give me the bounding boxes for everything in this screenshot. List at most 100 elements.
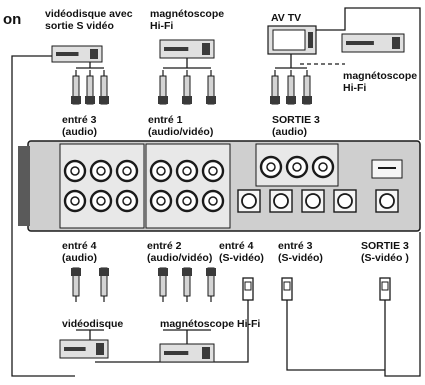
label-in1-av: entré 1(audio/vidéo) [148, 114, 214, 138]
rca-in1-2 [201, 159, 225, 183]
device-bottom-left-videodisc-slot [64, 347, 86, 351]
rca-in4-2 [115, 189, 139, 213]
splug-out3 [379, 277, 391, 301]
plug-top-out3-0 [270, 70, 280, 105]
cable-lines [11, 7, 421, 377]
panel-block-in1-in2 [145, 143, 231, 229]
rca-out3-0-pin [266, 162, 276, 172]
splug-in4-pins [244, 281, 252, 291]
rca-in3-1 [89, 159, 113, 183]
devices-layer [51, 25, 405, 363]
plug-top-in1-2 [206, 70, 216, 105]
rca-in2-2-pin [208, 196, 218, 206]
plug-top-in1-1 [182, 70, 192, 105]
rca-out3-2 [311, 155, 335, 179]
rca-in4-0 [63, 189, 87, 213]
cable-right-top [316, 7, 421, 140]
rca-in2-0 [149, 189, 173, 213]
device-top-right-vcr-controls [392, 37, 400, 49]
device-top-mid-vcr-controls [202, 43, 210, 55]
plug-top-in3-0 [71, 70, 81, 105]
plug-top-out3-1-grip [286, 96, 296, 104]
plug-top-out3-2-grip [302, 96, 312, 104]
cable-svideo-in4 [95, 300, 249, 363]
plug-top-in3-0-grip [71, 96, 81, 104]
splug-in4-body [242, 277, 254, 301]
svideo-jack-2-ring [305, 193, 321, 209]
plug-top-in1-0-grip [158, 96, 168, 104]
rca-in4-2-pin [122, 196, 132, 206]
plug-top-in3-1-grip [85, 96, 95, 104]
device-top-left-videodisc-slot [56, 52, 79, 56]
plug-top-in1-1-grip [182, 96, 192, 104]
rca-out3-1-pin [292, 162, 302, 172]
rca-in1-2-pin [208, 166, 218, 176]
label-in3-svideo: entré 3(S-vidéo) [278, 240, 323, 264]
label-in4-svideo: entré 4(S-vidéo) [219, 240, 264, 264]
label-av-tv: AV TV [271, 12, 302, 24]
device-bottom-mid-vcr-slot [164, 351, 189, 355]
device-bottom-mid-vcr-controls [202, 347, 210, 359]
svideo-jack-3-ring [337, 193, 353, 209]
switcher-rear-panel [18, 140, 421, 232]
label-in2-av: entré 2(audio/vidéo) [147, 240, 213, 264]
splug-in4 [242, 277, 254, 301]
rca-in4-1 [89, 189, 113, 213]
rca-in1-0 [149, 159, 173, 183]
plug-top-in3-2-grip [99, 96, 109, 104]
svideo-jack-out3-ring [379, 193, 395, 209]
heading-fragment: on [3, 11, 22, 28]
device-top-right-vcr-slot [346, 41, 374, 45]
label-out3-svideo: SORTIE 3(S-vidéo ) [361, 240, 409, 264]
plug-bottom-in4-0-grip [71, 268, 81, 276]
device-top-mid-vcr-slot [164, 47, 189, 51]
splug-in3 [281, 277, 293, 301]
plug-bottom-in4-1-grip [99, 268, 109, 276]
plug-top-out3-0-grip [270, 96, 280, 104]
rca-in4-1-pin [96, 196, 106, 206]
rca-out3-0 [259, 155, 283, 179]
rca-in3-2-pin [122, 166, 132, 176]
device-bottom-left-videodisc-controls [96, 343, 104, 355]
rca-out3-2-pin [318, 162, 328, 172]
plug-bottom-in4-0 [71, 267, 81, 302]
label-bottom-left-device: vidéodisque [62, 318, 124, 330]
cable-svideo-in3 [286, 300, 385, 371]
plug-top-out3-1 [286, 70, 296, 105]
rca-out3-1 [285, 155, 309, 179]
plug-bottom-in2-1 [182, 267, 192, 302]
tv-screen [272, 29, 306, 51]
tv-controls [308, 32, 313, 48]
rca-in3-1-pin [96, 166, 106, 176]
rca-in4-0-pin [70, 196, 80, 206]
plug-top-out3-2 [302, 70, 312, 105]
cable-plugs [71, 70, 391, 302]
device-top-left-videodisc [51, 45, 103, 63]
rca-in1-1 [175, 159, 199, 183]
label-in4-audio: entré 4(audio) [62, 240, 97, 264]
panel-block-in3-in4 [59, 143, 145, 229]
splug-out3-pins [381, 281, 389, 291]
rca-in1-1-pin [182, 166, 192, 176]
device-top-mid-vcr [159, 39, 215, 59]
rca-in3-0 [63, 159, 87, 183]
plug-top-in1-0 [158, 70, 168, 105]
plug-top-in3-1 [85, 70, 95, 105]
plug-bottom-in2-2-grip [206, 268, 216, 276]
svideo-jack-1-ring [273, 193, 289, 209]
plug-bottom-in2-1-grip [182, 268, 192, 276]
rca-in2-1 [175, 189, 199, 213]
device-av-tv [267, 25, 317, 55]
splug-in3-body [281, 277, 293, 301]
svideo-jack-0-ring [241, 193, 257, 209]
cable-right-bottom [384, 232, 421, 377]
splug-in3-pins [283, 281, 291, 291]
panel-left-handle [18, 146, 30, 226]
label-out3-audio: SORTIE 3(audio) [272, 114, 320, 138]
cable-left-loop [11, 55, 75, 377]
plug-top-in3-2 [99, 70, 109, 105]
rca-in1-0-pin [156, 166, 166, 176]
